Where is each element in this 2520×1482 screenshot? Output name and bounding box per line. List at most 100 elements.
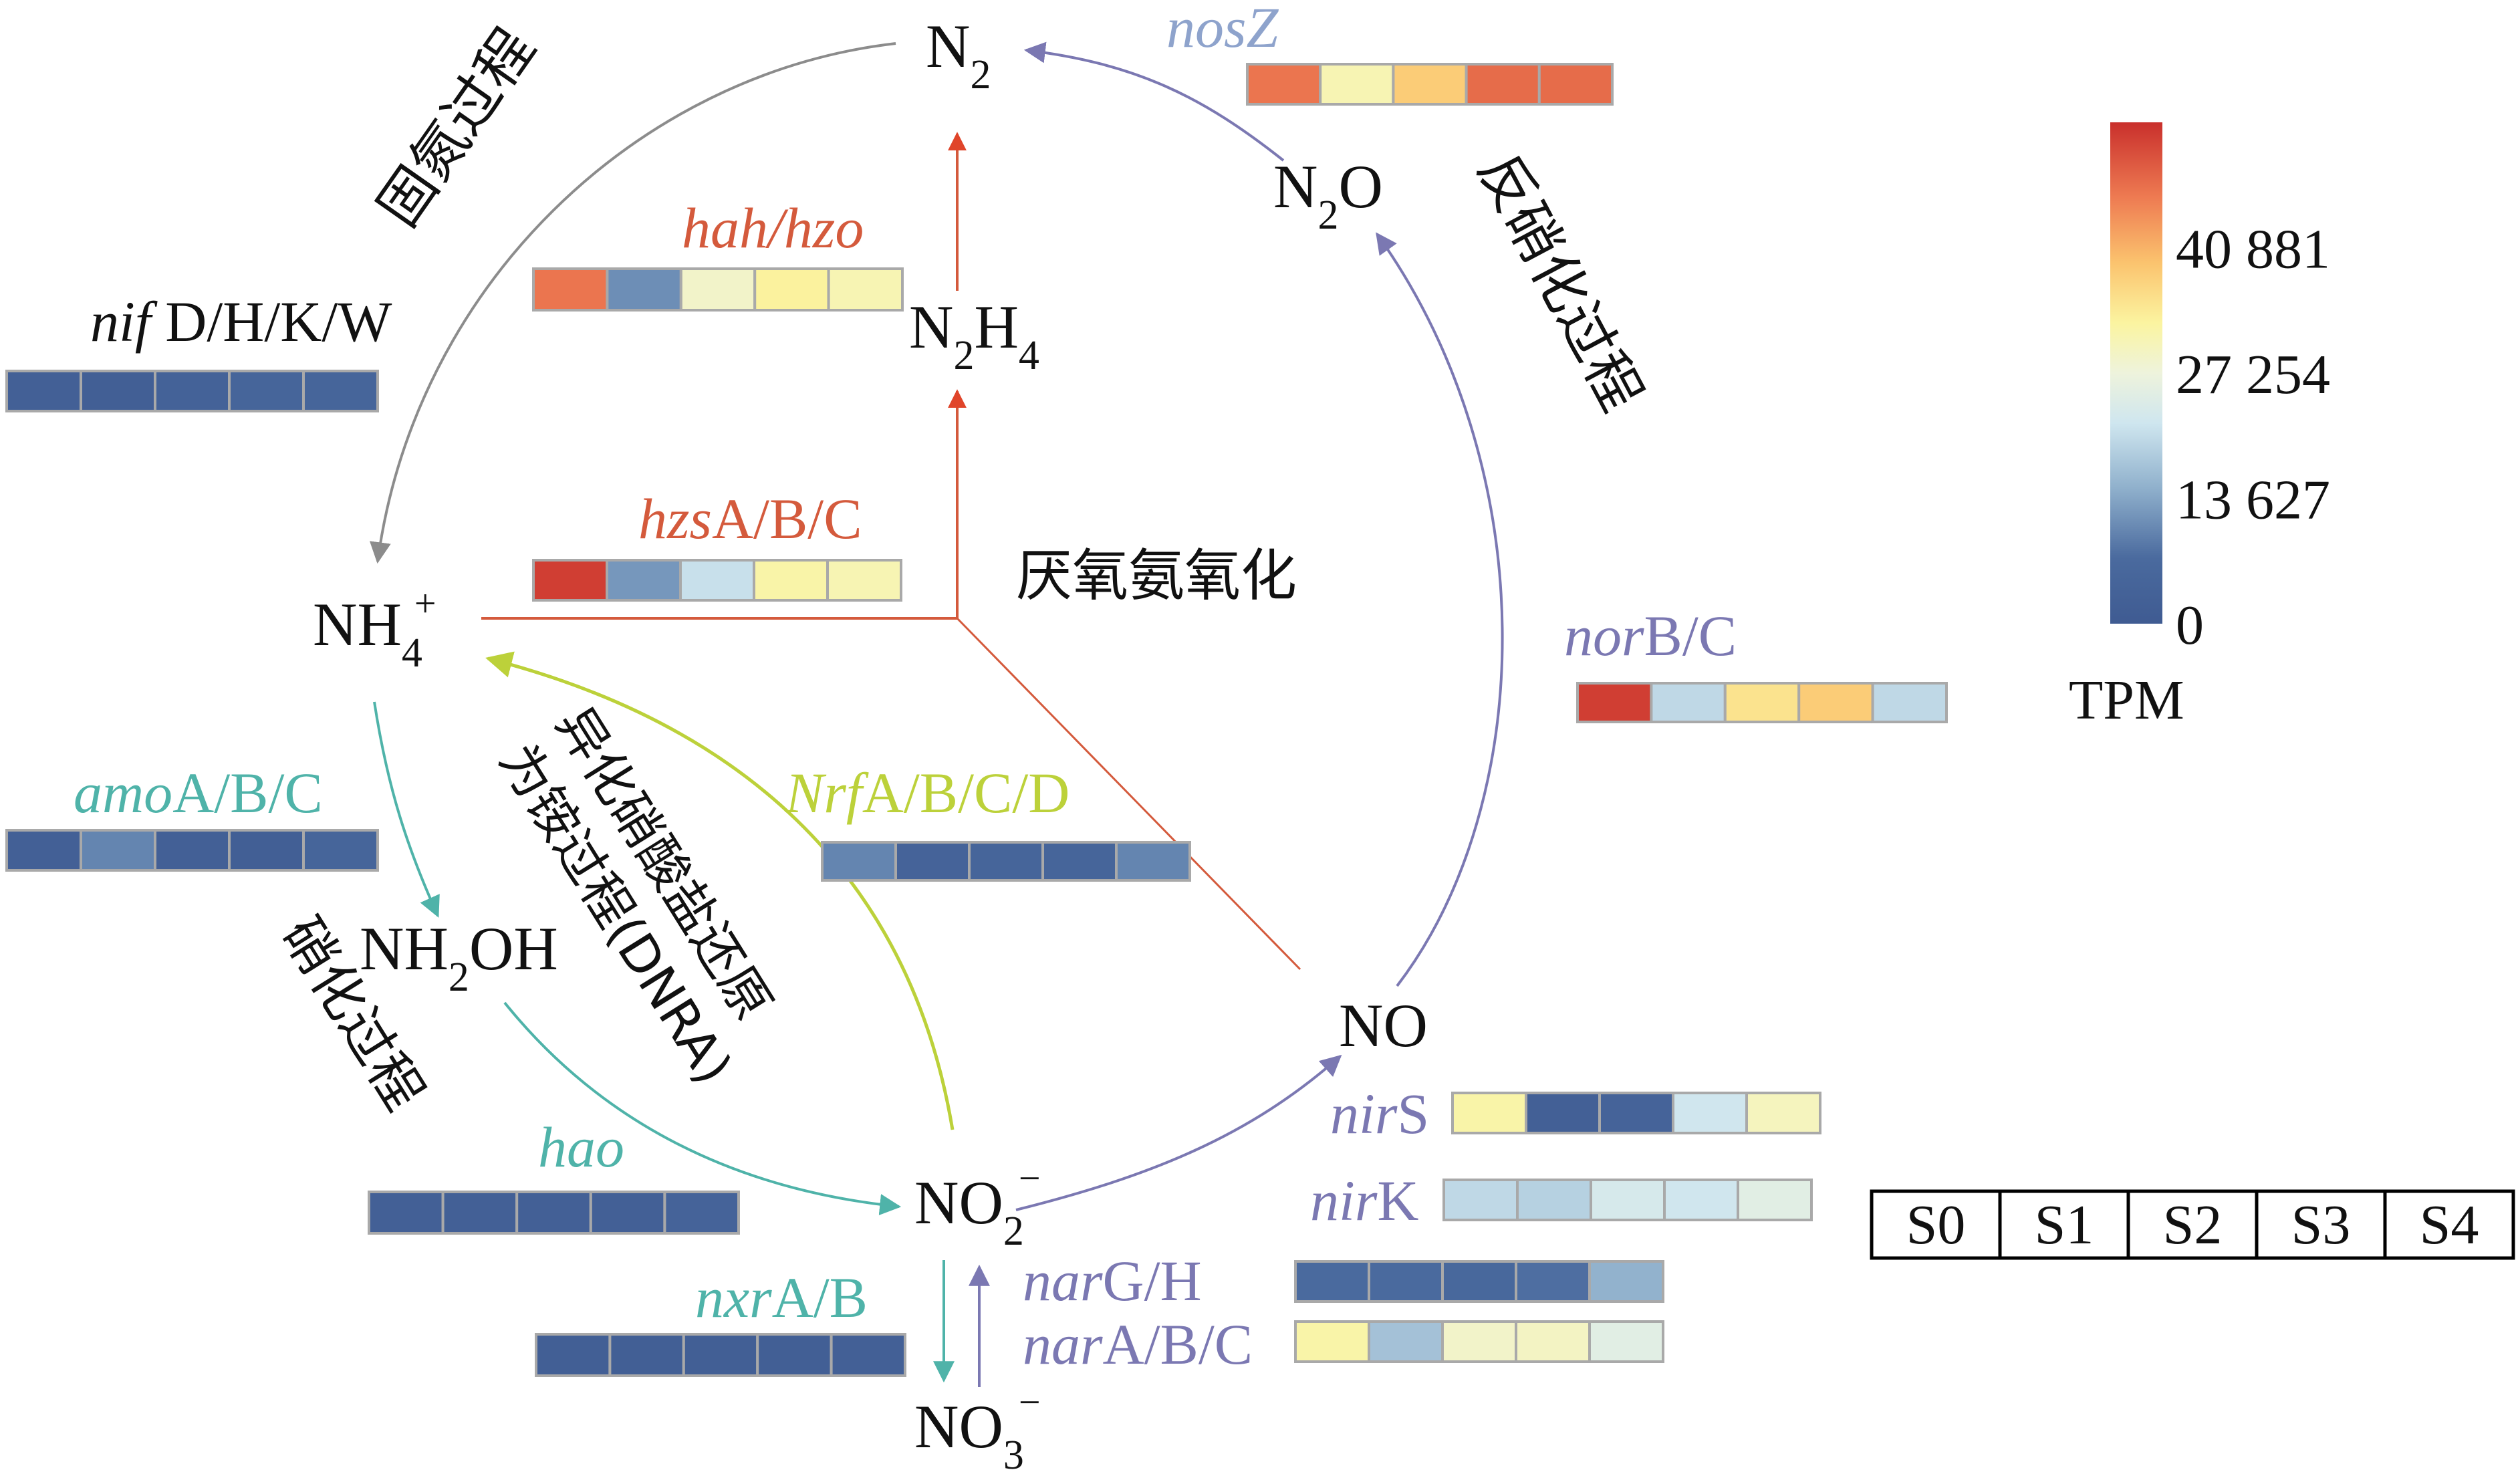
heatmap-cell: narA/B/C S4: 25000 TPM <box>1588 1320 1664 1363</box>
heatmap-cell: hao S3: 2500 TPM <box>589 1191 666 1235</box>
gene-label-nirS: nirS <box>1330 1082 1429 1146</box>
heatmap-cell: hao S0: 2500 TPM <box>368 1191 445 1235</box>
heatmap-cell: nxrA/B S1: 2000 TPM <box>608 1333 685 1377</box>
heatmap-cell: hzsA/B/C S1: 12000 TPM <box>606 559 682 602</box>
gene-label-narGH: narG/H <box>1023 1249 1202 1313</box>
sample-legend-label: S2 <box>2163 1194 2223 1256</box>
colorbar-tick-label: 0 <box>2176 594 2204 656</box>
svg-text:NO2−: NO2− <box>914 1156 1041 1254</box>
gene-label-nosZ: nosZ <box>1166 0 1279 59</box>
anammox-line-no <box>956 617 1301 971</box>
heatmap-cell: nirS S2: 4000 TPM <box>1598 1092 1674 1134</box>
sample-legend-cell <box>2126 1189 2259 1260</box>
heatmap-row-norb-c: norB/C S0: 53000 TPMnorB/C S1: 20000 TPM… <box>1576 682 1948 723</box>
heatmap-cell: narA/B/C S0: 32000 TPM <box>1294 1320 1370 1363</box>
gene-label-nor: norB/C <box>1564 604 1737 668</box>
heatmap-cell: NrfA/B/C/D S0: 10000 TPM <box>821 841 897 882</box>
gene-label-amo: amoA/B/C <box>74 761 323 825</box>
label-nitrogen-fixation: 固氮过程 <box>365 17 547 238</box>
heatmap-cell: amoA/B/C S4: 4500 TPM <box>302 829 379 872</box>
heatmap-cell: nirS S0: 32000 TPM <box>1451 1092 1527 1134</box>
label-denitrification: 反硝化过程 <box>1465 142 1655 421</box>
heatmap-row-hah-hzo: hah/hzo S0: 47000 TPMhah/hzo S1: 11000 T… <box>532 267 904 312</box>
gene-label-hzs: hzsA/B/C <box>638 487 862 551</box>
heatmap-cell: narG/H S3: 7500 TPM <box>1515 1260 1591 1303</box>
heatmap-cell: nxrA/B S0: 2000 TPM <box>535 1333 612 1377</box>
heatmap-row-amoa-b-c: amoA/B/C S0: 2500 TPMamoA/B/C S1: 10000 … <box>5 829 379 872</box>
sample-legend-label: S4 <box>2420 1194 2479 1256</box>
svg-text:N2: N2 <box>926 12 991 98</box>
svg-text:NH2OH: NH2OH <box>360 914 558 1000</box>
sample-legend-label: S1 <box>2035 1194 2094 1256</box>
denitrification-arrow-no2-no <box>1015 1054 1342 1211</box>
heatmap-row-nara-b-c: narA/B/C S0: 32000 TPMnarA/B/C S1: 17000… <box>1294 1320 1664 1363</box>
heatmap-cell: amoA/B/C S0: 2500 TPM <box>5 829 82 872</box>
heatmap-cell: nirK S2: 23000 TPM <box>1590 1179 1666 1221</box>
heatmap-cell: narA/B/C S2: 29000 TPM <box>1441 1320 1517 1363</box>
colorbar-tick-label: 40 881 <box>2176 218 2330 280</box>
heatmap-row-hzsa-b-c: hzsA/B/C S0: 53000 TPMhzsA/B/C S1: 12000… <box>532 559 902 602</box>
heatmap-cell: nirK S4: 25000 TPM <box>1737 1179 1813 1221</box>
heatmap-cell: nosZ S0: 47000 TPM <box>1246 63 1322 106</box>
heatmap-cell: hah/hzo S2: 29000 TPM <box>679 267 757 312</box>
gene-label-nif: nif D/H/K/W <box>90 289 392 354</box>
colorbar-tick-label: 27 254 <box>2176 344 2330 406</box>
svg-text:N2H4: N2H4 <box>909 293 1039 378</box>
heatmap-cell: hzsA/B/C S2: 21000 TPM <box>679 559 755 602</box>
gene-label-nrf: NrfA/B/C/D <box>785 761 1069 825</box>
svg-text:N2O: N2O <box>1273 152 1383 238</box>
heatmap-cell: NrfA/B/C/D S4: 10000 TPM <box>1115 841 1191 882</box>
species-no2: NO2− <box>914 1156 1041 1254</box>
heatmap-cell: nirK S0: 20000 TPM <box>1442 1179 1519 1221</box>
gene-label-nirK: nirK <box>1310 1168 1418 1233</box>
svg-text:NH4+: NH4+ <box>313 582 436 676</box>
sample-legend-cell <box>2383 1189 2515 1260</box>
heatmap-row-narg-h: narG/H S0: 7000 TPMnarG/H S1: 7000 TPMna… <box>1294 1260 1664 1303</box>
heatmap-cell: nxrA/B S4: 2500 TPM <box>830 1333 906 1377</box>
heatmap-cell: nirK S1: 19000 TPM <box>1516 1179 1592 1221</box>
heatmap-cell: narA/B/C S3: 29500 TPM <box>1515 1320 1591 1363</box>
heatmap-cell: narG/H S0: 7000 TPM <box>1294 1260 1370 1303</box>
heatmap-cell: norB/C S2: 35000 TPM <box>1723 682 1801 723</box>
heatmap-cell: nirK S3: 22000 TPM <box>1663 1179 1739 1221</box>
heatmap-cell: nosZ S4: 48000 TPM <box>1537 63 1614 106</box>
species-n2h4: N2H4 <box>909 293 1039 378</box>
gene-label-hao: hao <box>538 1115 624 1179</box>
heatmap-cell: hao S2: 2500 TPM <box>515 1191 592 1235</box>
colorbar-gradient <box>2110 122 2162 624</box>
sample-legend-cell <box>1870 1189 2002 1260</box>
nitrogen-fixation-arrow <box>369 42 896 564</box>
heatmap-cell: NrfA/B/C/D S3: 4500 TPM <box>1041 841 1118 882</box>
heatmap-cell: nirS S3: 22000 TPM <box>1672 1092 1748 1134</box>
heatmap-cell: hah/hzo S4: 31000 TPM <box>827 267 904 312</box>
heatmap-cell: nirS S1: 2500 TPM <box>1525 1092 1601 1134</box>
heatmap-cell: norB/C S1: 20000 TPM <box>1650 682 1727 723</box>
colorbar-label: TPM <box>2069 669 2184 731</box>
heatmap-cell: hah/hzo S0: 47000 TPM <box>532 267 609 312</box>
label-anammox: 厌氧氨氧化 <box>1016 543 1297 608</box>
heatmap-cell: nosZ S1: 31000 TPM <box>1319 63 1395 106</box>
heatmap-cell: hzsA/B/C S0: 53000 TPM <box>532 559 608 602</box>
heatmap-cell: narG/H S2: 6000 TPM <box>1441 1260 1517 1303</box>
heatmap-cell: amoA/B/C S1: 10000 TPM <box>80 829 156 872</box>
species-nh4: NH4+ <box>313 582 436 676</box>
heatmap-row-nirk: nirK S0: 20000 TPMnirK S1: 19000 TPMnirK… <box>1442 1179 1813 1221</box>
species-no: NO <box>1339 991 1428 1060</box>
sample-legend-label: S3 <box>2291 1194 2351 1256</box>
denitrification-arrow-no-n2o <box>1376 232 1504 987</box>
nitrification-arrow-nh2oh-no2 <box>503 1001 902 1215</box>
denitrification-arrow-n2o-n2 <box>1023 41 1285 162</box>
gene-label-nxr: nxrA/B <box>695 1265 868 1330</box>
heatmap-cell: amoA/B/C S2: 2500 TPM <box>154 829 231 872</box>
heatmap-cell: hzsA/B/C S4: 31000 TPM <box>826 559 902 602</box>
sample-legend-cell <box>2255 1189 2387 1260</box>
species-n2: N2 <box>926 12 991 98</box>
heatmap-cell: narA/B/C S1: 17000 TPM <box>1368 1320 1444 1363</box>
heatmap-cell: hao S1: 2500 TPM <box>441 1191 519 1235</box>
